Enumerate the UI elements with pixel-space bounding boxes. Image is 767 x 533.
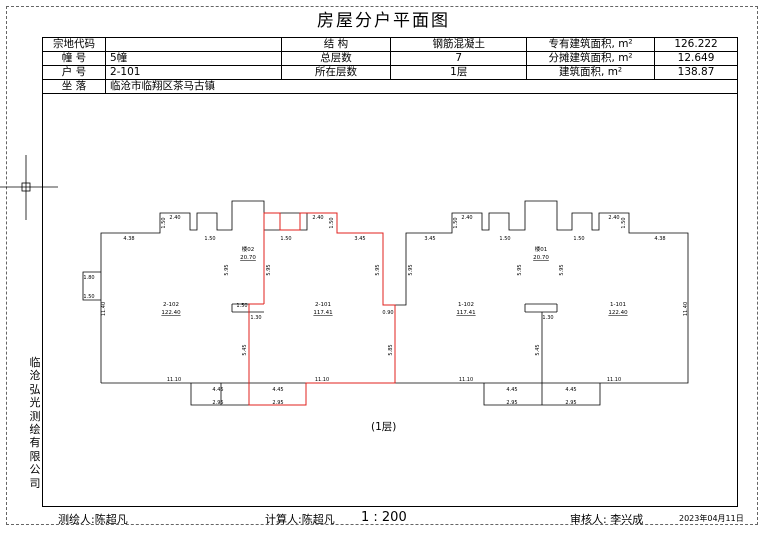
company-char: 临 — [29, 356, 41, 369]
dim-label: 4.38 — [654, 236, 665, 242]
vertical-dimension-labels: 11.40 11.40 5.95 5.95 5.95 5.95 5.95 5.9… — [101, 217, 689, 355]
dim-label: 1.80 — [83, 275, 94, 281]
room-area: 117.41 — [456, 310, 475, 316]
dim-label: 5.45 — [535, 344, 541, 355]
dim-label: 1.50 — [329, 217, 335, 228]
dim-label: 5.45 — [242, 344, 248, 355]
dim-label: 11.10 — [607, 377, 621, 383]
table-row: 坐 落 临沧市临翔区茶马古镇 — [42, 79, 739, 94]
dim-label: 1.30 — [250, 315, 261, 321]
dim-label: 1.50 — [573, 236, 584, 242]
page-title: 房屋分户平面图 — [317, 11, 450, 31]
company-char: 公 — [29, 463, 41, 477]
dim-label: 2.40 — [312, 215, 323, 221]
dim-label: 1.30 — [542, 315, 553, 321]
company-char: 测 — [29, 409, 41, 423]
calculator: 计算人:陈超凡 — [265, 513, 335, 526]
room-area: 122.40 — [608, 310, 628, 316]
drawing-scale: 1 : 200 — [361, 510, 407, 525]
room-name: 1-101 — [610, 302, 626, 308]
reviewer: 审核人: 李兴成 — [570, 513, 644, 526]
room-name: 2-102 — [163, 302, 179, 308]
dim-label: 1.50 — [161, 217, 167, 228]
location-value: 临沧市临翔区茶马古镇 — [104, 79, 739, 94]
dim-label: 1.50 — [236, 303, 247, 309]
exclusive-area-label: 专有建筑面积, m² — [526, 37, 656, 52]
surveyor: 测绘人:陈超凡 — [58, 513, 128, 526]
dim-label: 2.95 — [565, 400, 576, 406]
dim-label: 2.95 — [212, 400, 223, 406]
dim-label: 4.45 — [212, 387, 223, 393]
dim-label: 5.95 — [559, 264, 565, 275]
dim-label: 5.95 — [375, 264, 381, 275]
dim-label: 4.45 — [272, 387, 283, 393]
room-area: 20.70 — [533, 255, 549, 261]
building-outline — [82, 200, 689, 406]
dim-label: 2.40 — [461, 215, 472, 221]
dim-label: 2.95 — [506, 400, 517, 406]
dim-label: 5.95 — [266, 264, 272, 275]
company-char: 弘 — [29, 382, 41, 396]
room-area: 20.70 — [240, 255, 256, 261]
dim-label: 11.10 — [315, 377, 329, 383]
dimension-labels: 4.38 2.40 1.50 1.50 2.40 3.45 3.45 2.40 … — [83, 215, 665, 406]
dim-label: 5.95 — [517, 264, 523, 275]
room-name: 2-101 — [315, 302, 331, 308]
dim-label: 11.10 — [459, 377, 473, 383]
location-label: 坐 落 — [42, 79, 106, 94]
room-name: 楼02 — [242, 245, 255, 253]
company-name: 临 沧 弘 光 测 绘 有 限 公 司 — [28, 356, 42, 490]
company-char: 沧 — [29, 369, 41, 383]
room-labels: 2-102 122.40 2-101 117.41 1-102 117.41 1… — [161, 245, 628, 316]
company-char: 司 — [29, 476, 41, 490]
dim-label: 1.50 — [499, 236, 510, 242]
company-char: 绘 — [29, 423, 41, 437]
highlighted-unit-outline — [248, 212, 396, 406]
room-area: 117.41 — [313, 310, 332, 316]
dim-label: 0.90 — [382, 310, 393, 316]
dim-label: 11.10 — [167, 377, 181, 383]
dim-label: 3.45 — [424, 236, 435, 242]
company-char: 限 — [29, 449, 41, 463]
dim-label: 4.45 — [565, 387, 576, 393]
room-name: 楼01 — [535, 245, 548, 253]
dim-label: 2.40 — [169, 215, 180, 221]
dim-label: 1.50 — [621, 217, 627, 228]
building-area-value: 138.87 — [654, 65, 738, 80]
company-char: 有 — [29, 436, 41, 450]
outer-frame — [6, 6, 758, 525]
dim-label: 3.45 — [354, 236, 365, 242]
dim-label: 1.50 — [280, 236, 291, 242]
room-name: 1-102 — [458, 302, 474, 308]
floor-caption: (1层) — [371, 421, 397, 433]
shared-area-label: 分摊建筑面积, m² — [526, 51, 656, 66]
dim-label: 1.50 — [83, 294, 94, 300]
dim-label: 4.45 — [506, 387, 517, 393]
dim-label: 5.95 — [224, 264, 230, 275]
dim-label: 11.40 — [101, 302, 107, 316]
company-char: 光 — [29, 396, 41, 410]
dim-label: 1.50 — [453, 217, 459, 228]
dim-label: 2.95 — [272, 400, 283, 406]
dim-label: 4.38 — [123, 236, 134, 242]
date: 2023年04月11日 — [679, 514, 744, 523]
dim-label: 11.40 — [683, 302, 689, 316]
crosshair-icon — [0, 155, 58, 220]
floor-label: 所在层数 — [280, 65, 392, 80]
dim-label: 1.50 — [204, 236, 215, 242]
room-area: 122.40 — [161, 310, 181, 316]
dim-label: 5.85 — [388, 344, 394, 355]
dim-label: 2.40 — [608, 215, 619, 221]
info-table: 宗地代码 结 构 钢筋混凝土 专有建筑面积, m² 126.222 幢 号 5幢… — [42, 37, 739, 94]
dim-label: 5.95 — [408, 264, 414, 275]
